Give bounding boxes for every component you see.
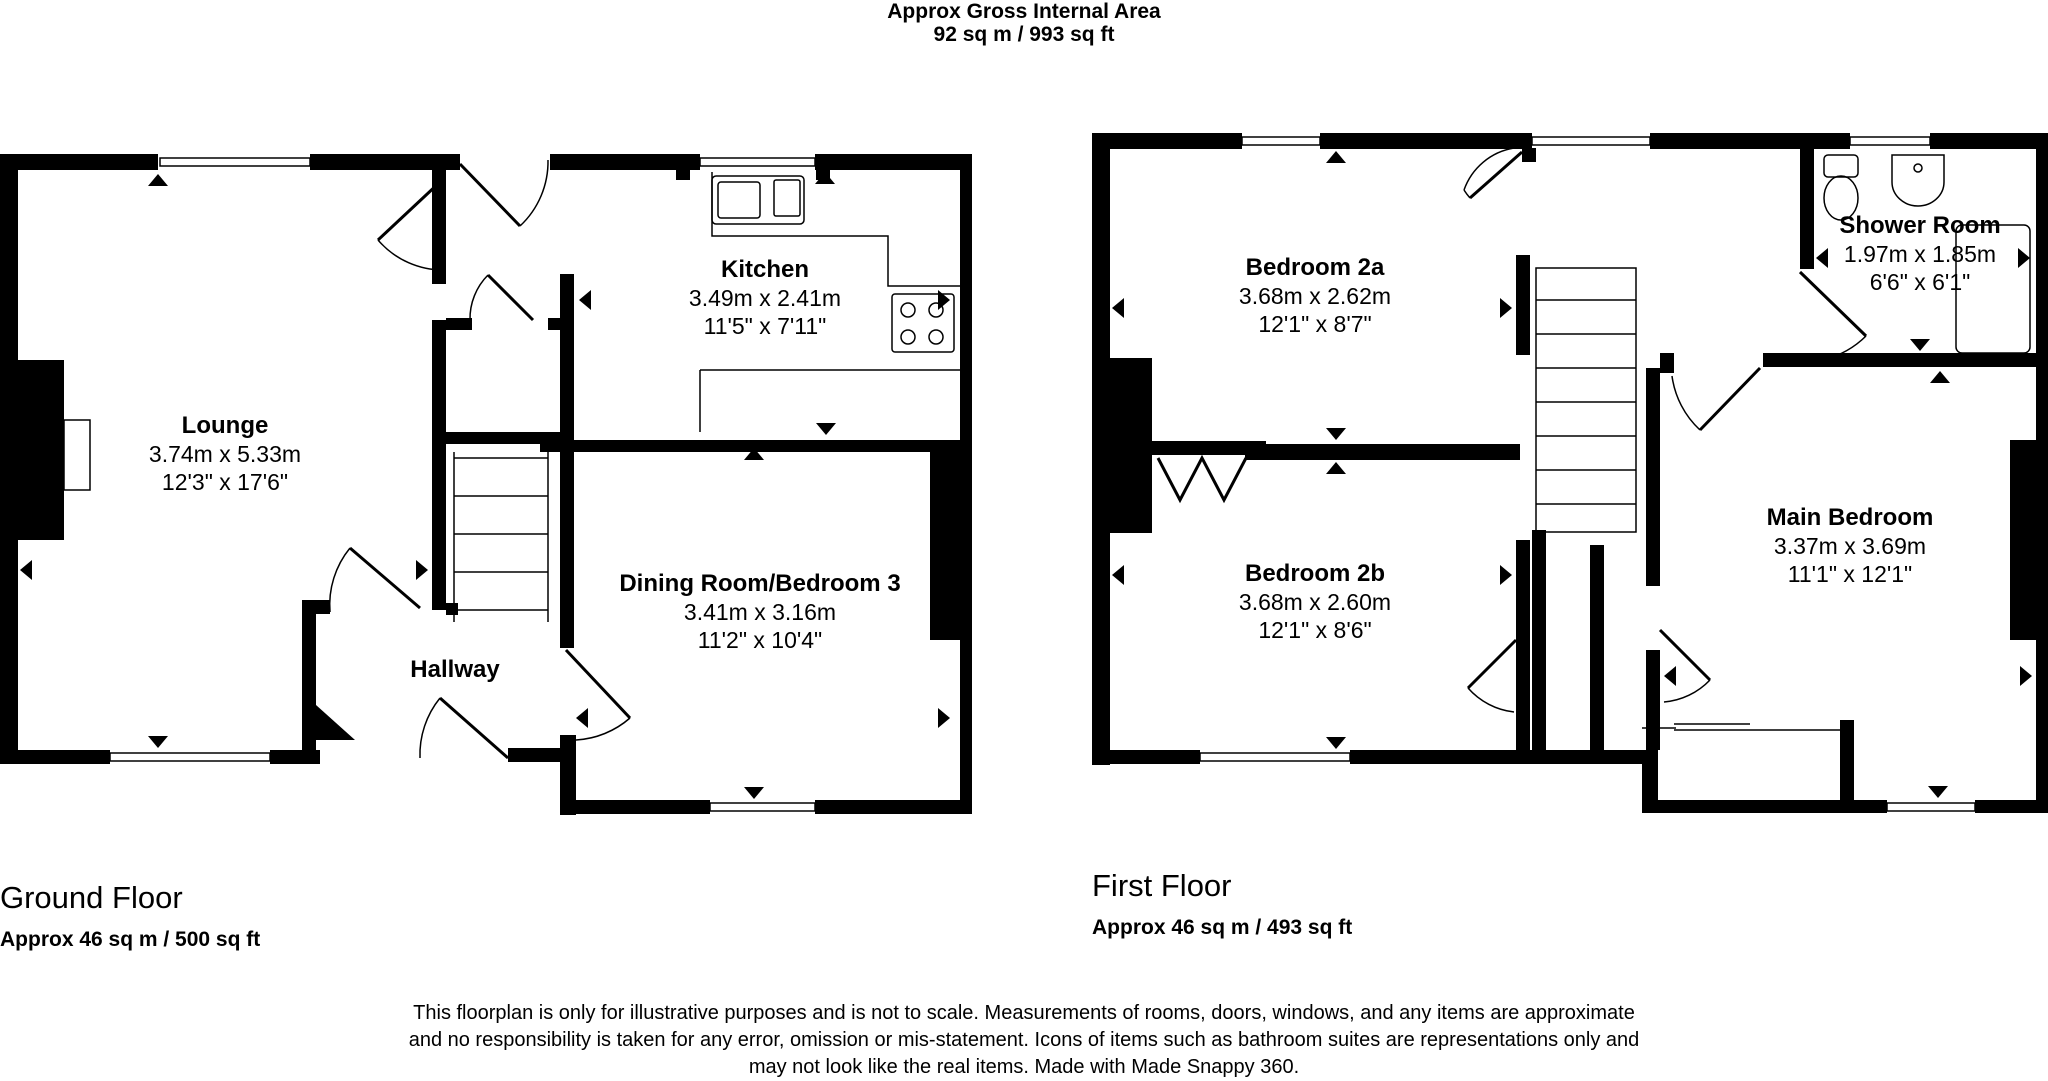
first-floor-fixtures [1199, 136, 2031, 812]
disclaimer-line: may not look like the real items. Made w… [748, 1056, 1300, 1078]
first-floor-plan [1092, 133, 2048, 813]
room-hallway: Hallway [390, 656, 520, 684]
room-kitchen: Kitchen 3.49m x 2.41m 11'5" x 7'11" [660, 256, 870, 340]
first-floor-arrows [1112, 151, 2032, 798]
room-dining-room-bedroom-3: Dining Room/Bedroom 3 3.41m x 3.16m 11'2… [590, 570, 930, 654]
room-name: Dining Room/Bedroom 3 [619, 570, 901, 597]
room-metric: 3.37m x 3.69m [1773, 533, 1927, 559]
room-metric: 3.68m x 2.62m [1238, 283, 1392, 309]
room-bedroom-2b: Bedroom 2b 3.68m x 2.60m 12'1" x 8'6" [1200, 560, 1430, 644]
room-name: Bedroom 2a [1245, 254, 1385, 281]
room-metric: 3.68m x 2.60m [1238, 589, 1392, 615]
room-metric: 3.49m x 2.41m [688, 285, 842, 311]
room-lounge: Lounge 3.74m x 5.33m 12'3" x 17'6" [130, 412, 320, 496]
disclaimer-line: and no responsibility is taken for any e… [408, 1029, 1640, 1051]
ground-floor-area: Approx 46 sq m / 500 sq ft [0, 928, 261, 951]
ground-floor-plan [0, 154, 972, 815]
room-metric: 3.41m x 3.16m [683, 599, 837, 625]
room-name: Main Bedroom [1766, 504, 1934, 531]
room-imperial: 12'3" x 17'6" [161, 469, 289, 495]
room-imperial: 11'2" x 10'4" [697, 627, 823, 653]
room-imperial: 11'5" x 7'11" [703, 313, 827, 339]
ground-floor-fixtures [63, 157, 960, 812]
ground-floor-doors [328, 159, 632, 760]
disclaimer-line: This floorplan is only for illustrative … [413, 1002, 1635, 1024]
room-shower-room: Shower Room 1.97m x 1.85m 6'6" x 6'1" [1830, 212, 2010, 296]
room-imperial: 12'1" x 8'7" [1258, 311, 1372, 337]
room-imperial: 12'1" x 8'6" [1258, 617, 1372, 643]
ground-floor-arrows [20, 172, 950, 799]
gross-area-title: Approx Gross Internal Area [887, 0, 1161, 23]
room-name: Shower Room [1839, 212, 2001, 239]
room-main-bedroom: Main Bedroom 3.37m x 3.69m 11'1" x 12'1" [1730, 504, 1970, 588]
first-floor-doors [1156, 147, 1868, 713]
room-name: Kitchen [720, 256, 809, 283]
room-bedroom-2a: Bedroom 2a 3.68m x 2.62m 12'1" x 8'7" [1200, 254, 1430, 338]
gross-area-value: 92 sq m / 993 sq ft [933, 23, 1115, 46]
room-name: Hallway [410, 656, 500, 683]
ground-floor-title: Ground Floor [0, 880, 183, 915]
room-metric: 3.74m x 5.33m [148, 441, 302, 467]
room-imperial: 11'1" x 12'1" [1787, 561, 1913, 587]
first-floor-title: First Floor [1092, 868, 1232, 903]
room-name: Bedroom 2b [1244, 560, 1385, 587]
room-imperial: 6'6" x 6'1" [1869, 269, 1971, 295]
room-name: Lounge [181, 412, 269, 439]
first-floor-area: Approx 46 sq m / 493 sq ft [1092, 916, 1353, 939]
room-metric: 1.97m x 1.85m [1843, 241, 1997, 267]
